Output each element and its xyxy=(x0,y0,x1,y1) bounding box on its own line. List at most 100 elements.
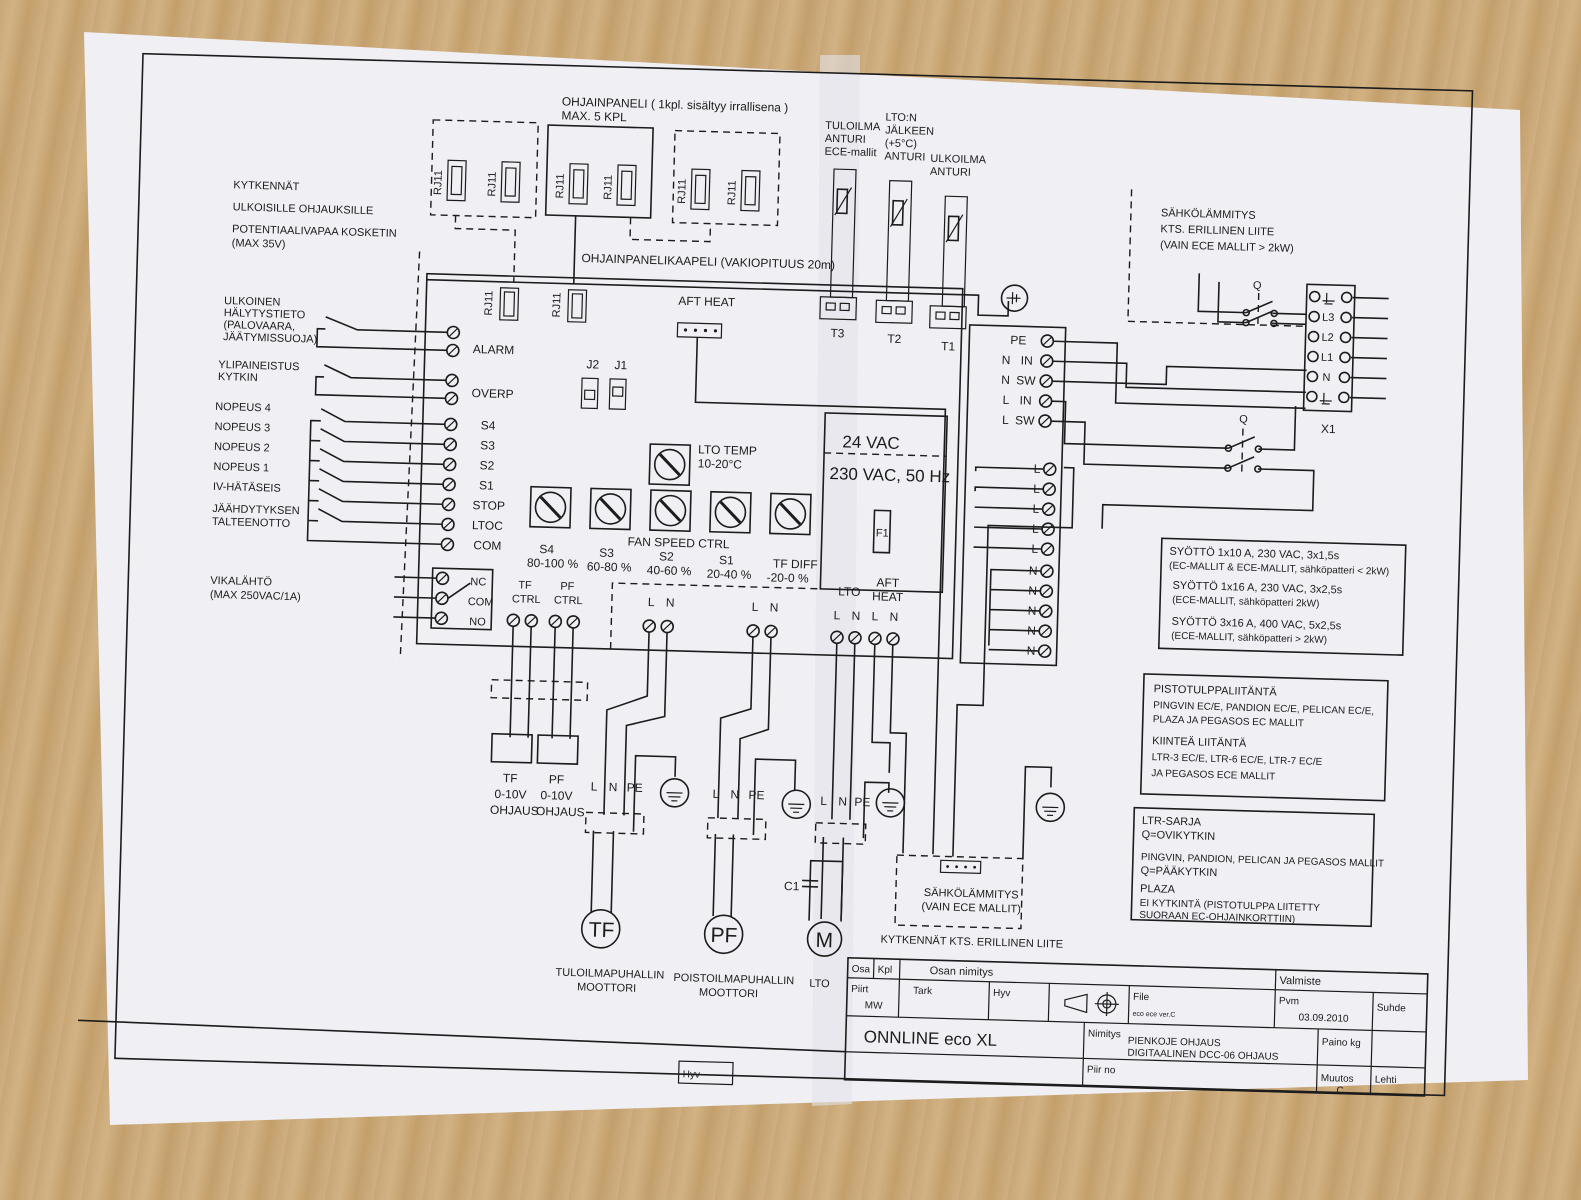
tb-nimitys-val: DIGITAALINEN DCC-06 OHJAUS xyxy=(1127,1048,1279,1063)
conn-label: L xyxy=(591,780,598,794)
x1-label: L2 xyxy=(1321,332,1334,344)
conn-label: L xyxy=(820,794,827,808)
sensor-label: ECE-mallit xyxy=(824,146,876,159)
aft-heat-wire xyxy=(694,337,947,855)
switches-q xyxy=(1051,273,1315,529)
tf-motor-name: MOOTTORI xyxy=(577,981,636,995)
supply-line: SYÖTTÖ 3x16 A, 400 VAC, 5x2,5s xyxy=(1171,616,1342,633)
tb-product: ONNLINE eco XL xyxy=(864,1027,998,1050)
power-code: IN xyxy=(1019,393,1031,407)
sensor-label: ANTURI xyxy=(884,150,925,163)
note-line: ULKOISILLE OHJAUKSILLE xyxy=(233,201,374,217)
motor-wiring xyxy=(590,632,908,920)
x1-id: X1 xyxy=(1321,422,1336,436)
pf-motor-name: POISTOILMAPUHALLIN xyxy=(673,972,794,987)
temperature-sensors: TULOILMA ANTURI ECE-mallit LTO:N JÄLKEEN… xyxy=(819,111,987,354)
distribution-terminals xyxy=(973,462,1057,658)
svg-text:N: N xyxy=(851,609,860,623)
svg-text:N: N xyxy=(889,610,898,624)
lto-motor-name: LTO xyxy=(809,978,830,991)
relay-label: NC xyxy=(470,576,486,588)
plug-info-box xyxy=(1139,673,1389,802)
dist-label: N xyxy=(1028,584,1037,598)
heating-label: (VAIN ECE MALLIT) xyxy=(921,901,1021,916)
x1-terminals xyxy=(1306,290,1389,405)
tb-muutos: Muutos xyxy=(1321,1073,1354,1085)
c1-label: C1 xyxy=(784,879,800,893)
tb-lehti: Lehti xyxy=(1375,1075,1397,1087)
terminal-strip xyxy=(959,324,1067,667)
terminal-label: S4 xyxy=(481,418,496,432)
note-line: (MAX 35V) xyxy=(232,237,286,250)
panel-title-1: OHJAINPANELI ( 1kpl. sisältyy irrallisen… xyxy=(562,94,789,114)
sensor-t3: T3 xyxy=(830,326,845,340)
speed-label: TALTEENOTTO xyxy=(212,516,291,530)
pot-s4 xyxy=(529,485,572,529)
series-line: EI KYTKINTÄ (PISTOTULPPA LIITETTY xyxy=(1140,897,1321,914)
terminal-label: S1 xyxy=(479,478,494,492)
speed-label: JÄÄHDYTYKSEN xyxy=(212,503,300,517)
dist-label: N xyxy=(1029,564,1038,578)
tb-pvm: Pvm xyxy=(1279,996,1299,1008)
pf-ctrl-label: CTRL xyxy=(554,594,583,607)
pf-ohjaus: 0-10V xyxy=(540,788,572,803)
pot-range: 80-100 % xyxy=(527,556,579,571)
sensor-label: ULKOILMA xyxy=(930,153,987,167)
motor-pf-label: PF xyxy=(710,924,737,948)
rj11-label: RJ11 xyxy=(602,175,615,200)
relay-label: COM xyxy=(468,596,494,609)
external-switches xyxy=(306,316,448,546)
rj11-jack xyxy=(616,164,637,207)
aft-heat-label-2: AFT xyxy=(876,575,900,590)
dist-label: N xyxy=(1028,604,1037,618)
sensor-label: (+5°C) xyxy=(885,137,918,150)
board-rj11-jacks: RJ11 RJ11 xyxy=(483,287,588,323)
lto-temp-potentiometer xyxy=(648,443,692,486)
ground-symbols xyxy=(659,778,1066,823)
terminal-label: S3 xyxy=(480,438,495,452)
note-line: HÄLYTYSTIETO xyxy=(224,307,306,321)
rj11-label: RJ11 xyxy=(554,173,567,198)
dist-label: L xyxy=(1031,542,1038,556)
voltage-230vac: 230 VAC, 50 Hz xyxy=(829,464,950,486)
dist-label: L xyxy=(1032,502,1039,516)
tb-nimitys: Nimitys xyxy=(1088,1028,1121,1040)
motor-tf xyxy=(580,909,621,949)
tb-suhde: Suhde xyxy=(1377,1003,1407,1015)
pot-tf-diff xyxy=(769,492,812,536)
sensor-label: TULOILMA xyxy=(825,120,881,134)
panel-cable-dashed xyxy=(629,217,712,243)
series-info-box xyxy=(1130,806,1376,928)
conn-label: N xyxy=(609,780,618,794)
conn-label: N xyxy=(838,794,847,808)
terminal-label: S2 xyxy=(479,458,494,472)
speed-label: IV-HÄTÄSEIS xyxy=(213,481,281,495)
sensor-label: ANTURI xyxy=(930,166,971,179)
heating-wires xyxy=(952,466,1075,859)
plug-line: JA PEGASOS ECE MALLIT xyxy=(1151,768,1275,782)
terminal-label: LTOC xyxy=(472,518,504,533)
title-block xyxy=(843,956,1429,1097)
fan-speed-potentiometers xyxy=(529,485,812,536)
plug-line: LTR-3 EC/E, LTR-6 EC/E, LTR-7 EC/E xyxy=(1152,752,1323,768)
j1-label: J1 xyxy=(614,358,627,372)
fuse-label: F1 xyxy=(876,527,889,539)
pot-s1 xyxy=(709,490,752,534)
relay-terminals xyxy=(393,571,471,626)
series-line: Q=PÄÄKYTKIN xyxy=(1140,865,1217,879)
motor-m-label: M xyxy=(815,929,833,952)
sensor-t1: T1 xyxy=(941,339,956,353)
tb-nimitys-val: PIENKOJE OHJAUS xyxy=(1128,1036,1221,1050)
sensor-label: LTO:N xyxy=(885,111,917,124)
supply-line: (ECE-MALLIT, sähköpatteri > 2kW) xyxy=(1171,631,1327,646)
lto-temp-range: 10-20°C xyxy=(698,456,743,471)
svg-text:L: L xyxy=(833,608,840,622)
pf-ctrl-output xyxy=(536,734,579,765)
jumpers xyxy=(580,377,627,410)
speed-label: NOPEUS 1 xyxy=(213,461,269,475)
note-line: POTENTIAALIVAPAA KOSKETIN xyxy=(232,223,397,240)
tb-muutos-val: C xyxy=(1336,1085,1344,1096)
tf-ohjaus: OHJAUS xyxy=(490,803,539,818)
